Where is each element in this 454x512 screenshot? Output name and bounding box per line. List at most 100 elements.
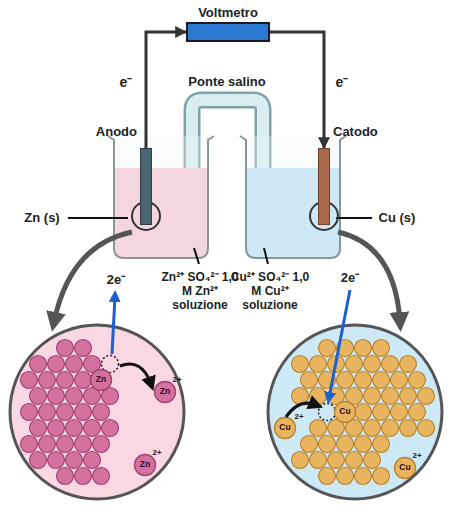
ion-symbol: Zn: [160, 387, 170, 397]
lattice-atom: [319, 340, 336, 357]
lattice-atom: [30, 452, 47, 469]
lattice-atom: [66, 420, 83, 437]
ion-symbol: Cu: [279, 423, 290, 433]
lattice-atom: [301, 372, 318, 389]
lattice-atom: [319, 468, 336, 485]
lattice-atom: [382, 356, 399, 373]
ion-symbol: Cu: [399, 463, 410, 473]
part-label: Ponte salino: [188, 75, 265, 90]
lattice-atom: [337, 372, 354, 389]
ion-arrow: [120, 364, 151, 384]
atom: [275, 418, 296, 439]
lattice-atom: [382, 388, 399, 405]
copper-lattice: [292, 340, 435, 485]
lattice-atom: [346, 452, 363, 469]
voltmeter: Voltmetro: [186, 22, 270, 42]
lattice-atom: [400, 388, 417, 405]
lattice-atom: [21, 372, 38, 389]
ion-charge: 2+: [152, 448, 161, 457]
ion-charge: 2+: [412, 451, 421, 460]
lattice-atom: [66, 356, 83, 373]
lattice-atom: [57, 436, 74, 453]
lattice-atom: [75, 340, 92, 357]
lattice-atom: [84, 420, 101, 437]
lattice-atom: [93, 404, 110, 421]
lattice-atom: [355, 372, 372, 389]
lattice-atom: [382, 420, 399, 437]
lattice-atom: [409, 404, 426, 421]
lattice-atom: [337, 468, 354, 485]
lattice-atom: [373, 468, 390, 485]
leader-line: [194, 248, 199, 264]
node-label: Anodo: [96, 125, 137, 139]
lattice-atom: [355, 340, 372, 357]
lattice-atom: [57, 468, 74, 485]
electron-label: 2e⁻: [341, 271, 359, 286]
zoom-circle-border: [10, 325, 184, 499]
atom-symbol: Zn: [96, 375, 106, 385]
lattice-atom: [418, 420, 435, 437]
lattice-atom: [391, 372, 408, 389]
lattice-atom: [66, 388, 83, 405]
electron-arrow: [329, 290, 350, 398]
lattice-atom: [39, 436, 56, 453]
zoom-circle-border: [268, 325, 442, 499]
lattice-atom: [84, 452, 101, 469]
solution-label: Cu²⁺ SO₄²⁻ 1,0 M Cu²⁺ soluzione: [230, 271, 310, 312]
lattice-atom: [21, 436, 38, 453]
lattice-atom: [328, 452, 345, 469]
lattice-atom: [48, 356, 65, 373]
lattice-atom: [30, 356, 47, 373]
lattice-atom: [373, 404, 390, 421]
zinc-lattice: [21, 340, 119, 485]
lattice-atom: [48, 420, 65, 437]
lattice-atom: [409, 372, 426, 389]
part-label: Zn (s): [24, 211, 59, 226]
lattice-atom: [48, 388, 65, 405]
lattice-atom: [66, 452, 83, 469]
lattice-atom: [337, 436, 354, 453]
leader-line: [336, 217, 372, 219]
part-label: Cu (s): [379, 211, 416, 226]
ion-symbol: Zn: [140, 460, 150, 470]
lattice-atom: [301, 436, 318, 453]
lattice-atom: [102, 420, 119, 437]
lattice-atom: [364, 452, 381, 469]
lattice-atom: [310, 420, 327, 437]
leader-line: [264, 248, 268, 264]
lattice-atom: [418, 388, 435, 405]
lattice-atom: [364, 420, 381, 437]
zoom-arrow: [54, 232, 132, 322]
electron-label: e⁻: [120, 74, 133, 90]
zoom-circle-copper: [268, 325, 442, 499]
lattice-atom: [391, 404, 408, 421]
lattice-atom: [400, 420, 417, 437]
lattice-atom: [346, 356, 363, 373]
solution-label: Zn²⁺ SO₄²⁻ 1,0 M Zn²⁺ soluzione: [160, 271, 240, 312]
lattice-atom: [355, 468, 372, 485]
lattice-atom: [373, 436, 390, 453]
lattice-atom: [364, 388, 381, 405]
lattice-atom: [292, 356, 309, 373]
zoom-circle-zinc: [10, 325, 184, 499]
leader-line: [68, 217, 128, 219]
lattice-atom: [355, 436, 372, 453]
lattice-atom: [30, 388, 47, 405]
atom-symbol: Cu: [339, 407, 350, 417]
lattice-atom: [373, 372, 390, 389]
lattice-atom: [93, 436, 110, 453]
lattice-atom: [310, 452, 327, 469]
node-label: Voltmetro: [198, 6, 258, 20]
lattice-atom: [39, 372, 56, 389]
ion-charge: 2+: [172, 375, 181, 384]
atom: [335, 402, 356, 423]
lattice-atom: [93, 468, 110, 485]
lattice-atom: [21, 404, 38, 421]
lattice-atom: [75, 372, 92, 389]
wire: [146, 32, 186, 148]
lattice-atom: [310, 356, 327, 373]
lattice-atom: [292, 452, 309, 469]
atom: [135, 455, 156, 476]
electron-arrow: [112, 296, 115, 354]
left-beaker: [108, 136, 214, 258]
